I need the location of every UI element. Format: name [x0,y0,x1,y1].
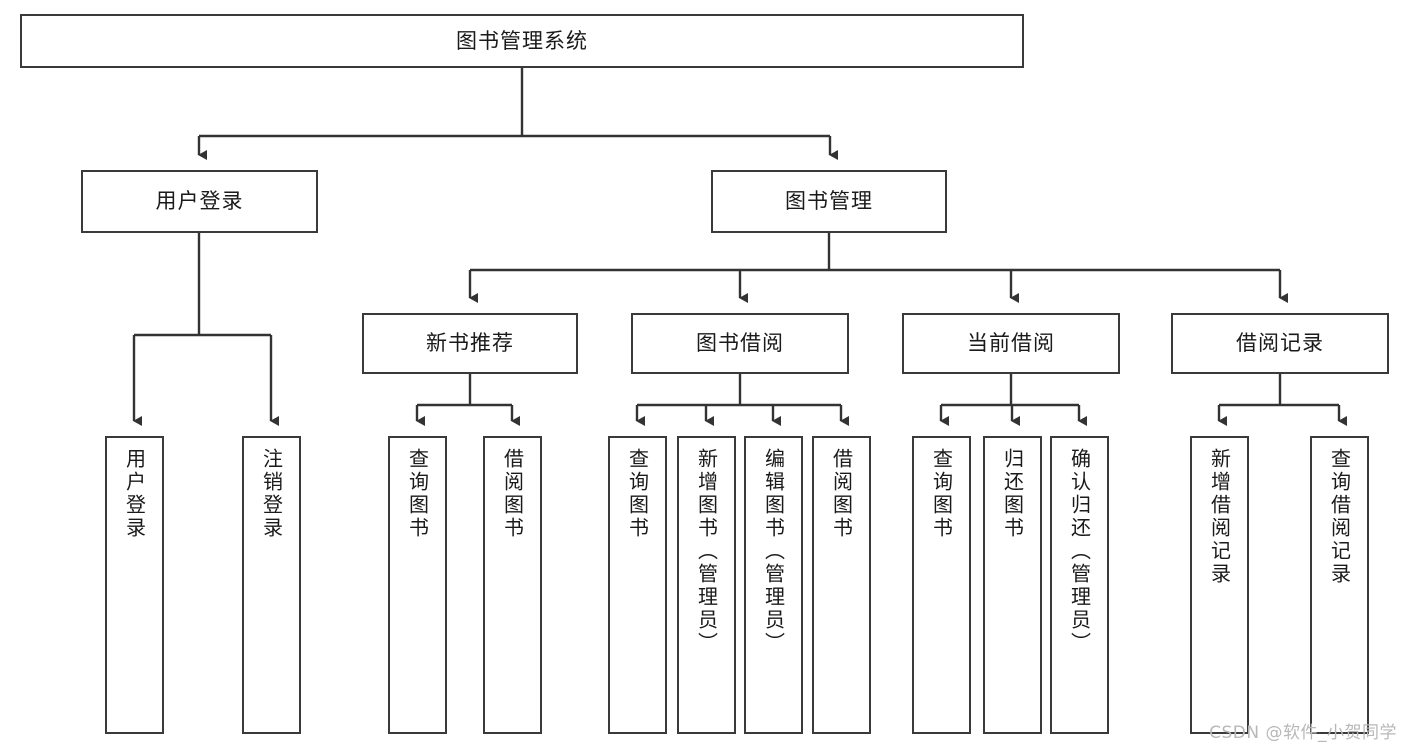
node-root[interactable]: 图书管理系统 [20,14,1024,68]
node-leaf-borrow-book-rec-label: 借阅图书 [500,448,525,540]
node-leaf-query-book-cur-label: 查询图书 [929,448,954,540]
node-leaf-borrow-book-rec[interactable]: 借阅图书 [483,436,542,734]
node-leaf-confirm-return-admin[interactable]: 确认归还（管理员） [1050,436,1109,734]
node-leaf-return-book-label: 归还图书 [1000,448,1025,540]
node-current-borrow-label: 当前借阅 [967,331,1055,356]
node-leaf-borrow-book-label: 借阅图书 [829,448,854,540]
node-borrow-record[interactable]: 借阅记录 [1171,313,1389,374]
node-current-borrow[interactable]: 当前借阅 [902,313,1120,374]
node-leaf-query-book-borrow-label: 查询图书 [625,448,650,540]
node-leaf-edit-book-admin-label: 编辑图书（管理员） [761,448,786,655]
node-leaf-borrow-book[interactable]: 借阅图书 [812,436,871,734]
node-user-login-label: 用户登录 [155,189,244,214]
node-leaf-user-login-label: 用户登录 [122,448,147,540]
node-leaf-user-logout[interactable]: 注销登录 [242,436,301,734]
node-leaf-query-book-borrow[interactable]: 查询图书 [608,436,667,734]
node-leaf-add-borrow-record[interactable]: 新增借阅记录 [1190,436,1249,734]
node-book-borrow-label: 图书借阅 [696,331,784,356]
node-leaf-query-book-rec[interactable]: 查询图书 [388,436,447,734]
node-book-manage[interactable]: 图书管理 [711,170,947,233]
node-leaf-query-book-rec-label: 查询图书 [405,448,430,540]
node-leaf-edit-book-admin[interactable]: 编辑图书（管理员） [744,436,803,734]
node-leaf-query-borrow-record-label: 查询借阅记录 [1327,448,1352,586]
node-leaf-return-book[interactable]: 归还图书 [983,436,1042,734]
node-leaf-query-borrow-record[interactable]: 查询借阅记录 [1310,436,1369,734]
node-book-manage-label: 图书管理 [785,189,873,214]
node-leaf-user-logout-label: 注销登录 [259,448,284,540]
node-borrow-record-label: 借阅记录 [1236,331,1324,356]
node-user-login[interactable]: 用户登录 [81,170,318,233]
node-book-borrow[interactable]: 图书借阅 [631,313,849,374]
node-leaf-add-book-admin-label: 新增图书（管理员） [694,448,719,655]
node-leaf-add-book-admin[interactable]: 新增图书（管理员） [677,436,736,734]
node-new-book-recommend-label: 新书推荐 [426,331,514,356]
node-leaf-confirm-return-admin-label: 确认归还（管理员） [1067,448,1092,655]
node-leaf-query-book-cur[interactable]: 查询图书 [912,436,971,734]
node-new-book-recommend[interactable]: 新书推荐 [362,313,578,374]
node-root-label: 图书管理系统 [456,28,588,53]
node-leaf-add-borrow-record-label: 新增借阅记录 [1207,448,1232,586]
node-leaf-user-login[interactable]: 用户登录 [105,436,164,734]
